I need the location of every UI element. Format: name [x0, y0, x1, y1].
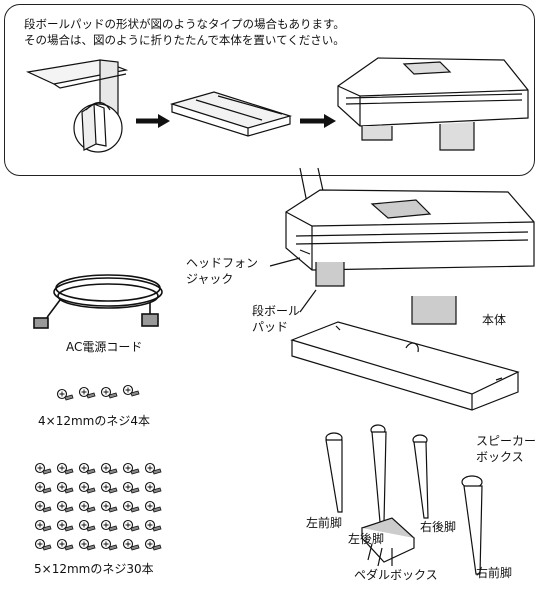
screws-4-label: 4×12mmのネジ4本 — [38, 414, 150, 428]
screws-30-icon — [34, 462, 162, 551]
speaker-box-label-1: スピーカー — [476, 434, 537, 448]
headphone-jack-label-2: ジャック — [186, 272, 234, 286]
left-rear-leg-illustration — [370, 424, 387, 523]
speaker-box-label-2: ボックス — [476, 450, 524, 464]
unfolded-cardboard-pad-illustration — [169, 91, 293, 137]
ac-cord-label: AC電源コード — [66, 340, 143, 354]
left-front-leg-label: 左前脚 — [306, 516, 343, 530]
cardboard-pad-right — [411, 296, 457, 325]
right-rear-leg-illustration — [412, 434, 429, 519]
folded-cardboard-pad-illustration — [25, 59, 129, 153]
headphone-jack-leader — [269, 257, 301, 267]
right-front-leg-illustration — [461, 475, 483, 575]
right-front-leg-label: 右前脚 — [476, 566, 513, 580]
piano-body-illustration — [285, 189, 535, 271]
speaker-box-illustration — [290, 321, 520, 411]
cardboard-pad-label-1: 段ボール — [252, 304, 301, 318]
ac-cord-illustration — [33, 274, 163, 329]
pedal-box-label: ペダルボックス — [354, 568, 438, 582]
left-rear-leg-label: 左後脚 — [348, 532, 385, 546]
screws-4-icon — [56, 384, 140, 401]
piano-on-pads-illustration — [337, 57, 529, 151]
screws-30-label: 5×12mmのネジ30本 — [34, 562, 154, 576]
headphone-jack-label-1: ヘッドフォン — [186, 256, 259, 270]
left-front-leg-illustration — [325, 432, 343, 513]
callout-note-line-2: その場合は、図のように折りたたんで本体を置いてください。 — [24, 33, 345, 47]
cardboard-pad-leader — [299, 289, 317, 313]
cardboard-pad-label-2: パッド — [252, 320, 289, 334]
right-rear-leg-label: 右後脚 — [420, 520, 457, 534]
cardboard-pad-left — [315, 262, 345, 287]
main-unit-label: 本体 — [482, 313, 507, 327]
callout-note-line-1: 段ボールパッドの形状が図のようなタイプの場合もあります。 — [24, 17, 345, 31]
pedal-box-illustration — [360, 517, 416, 567]
